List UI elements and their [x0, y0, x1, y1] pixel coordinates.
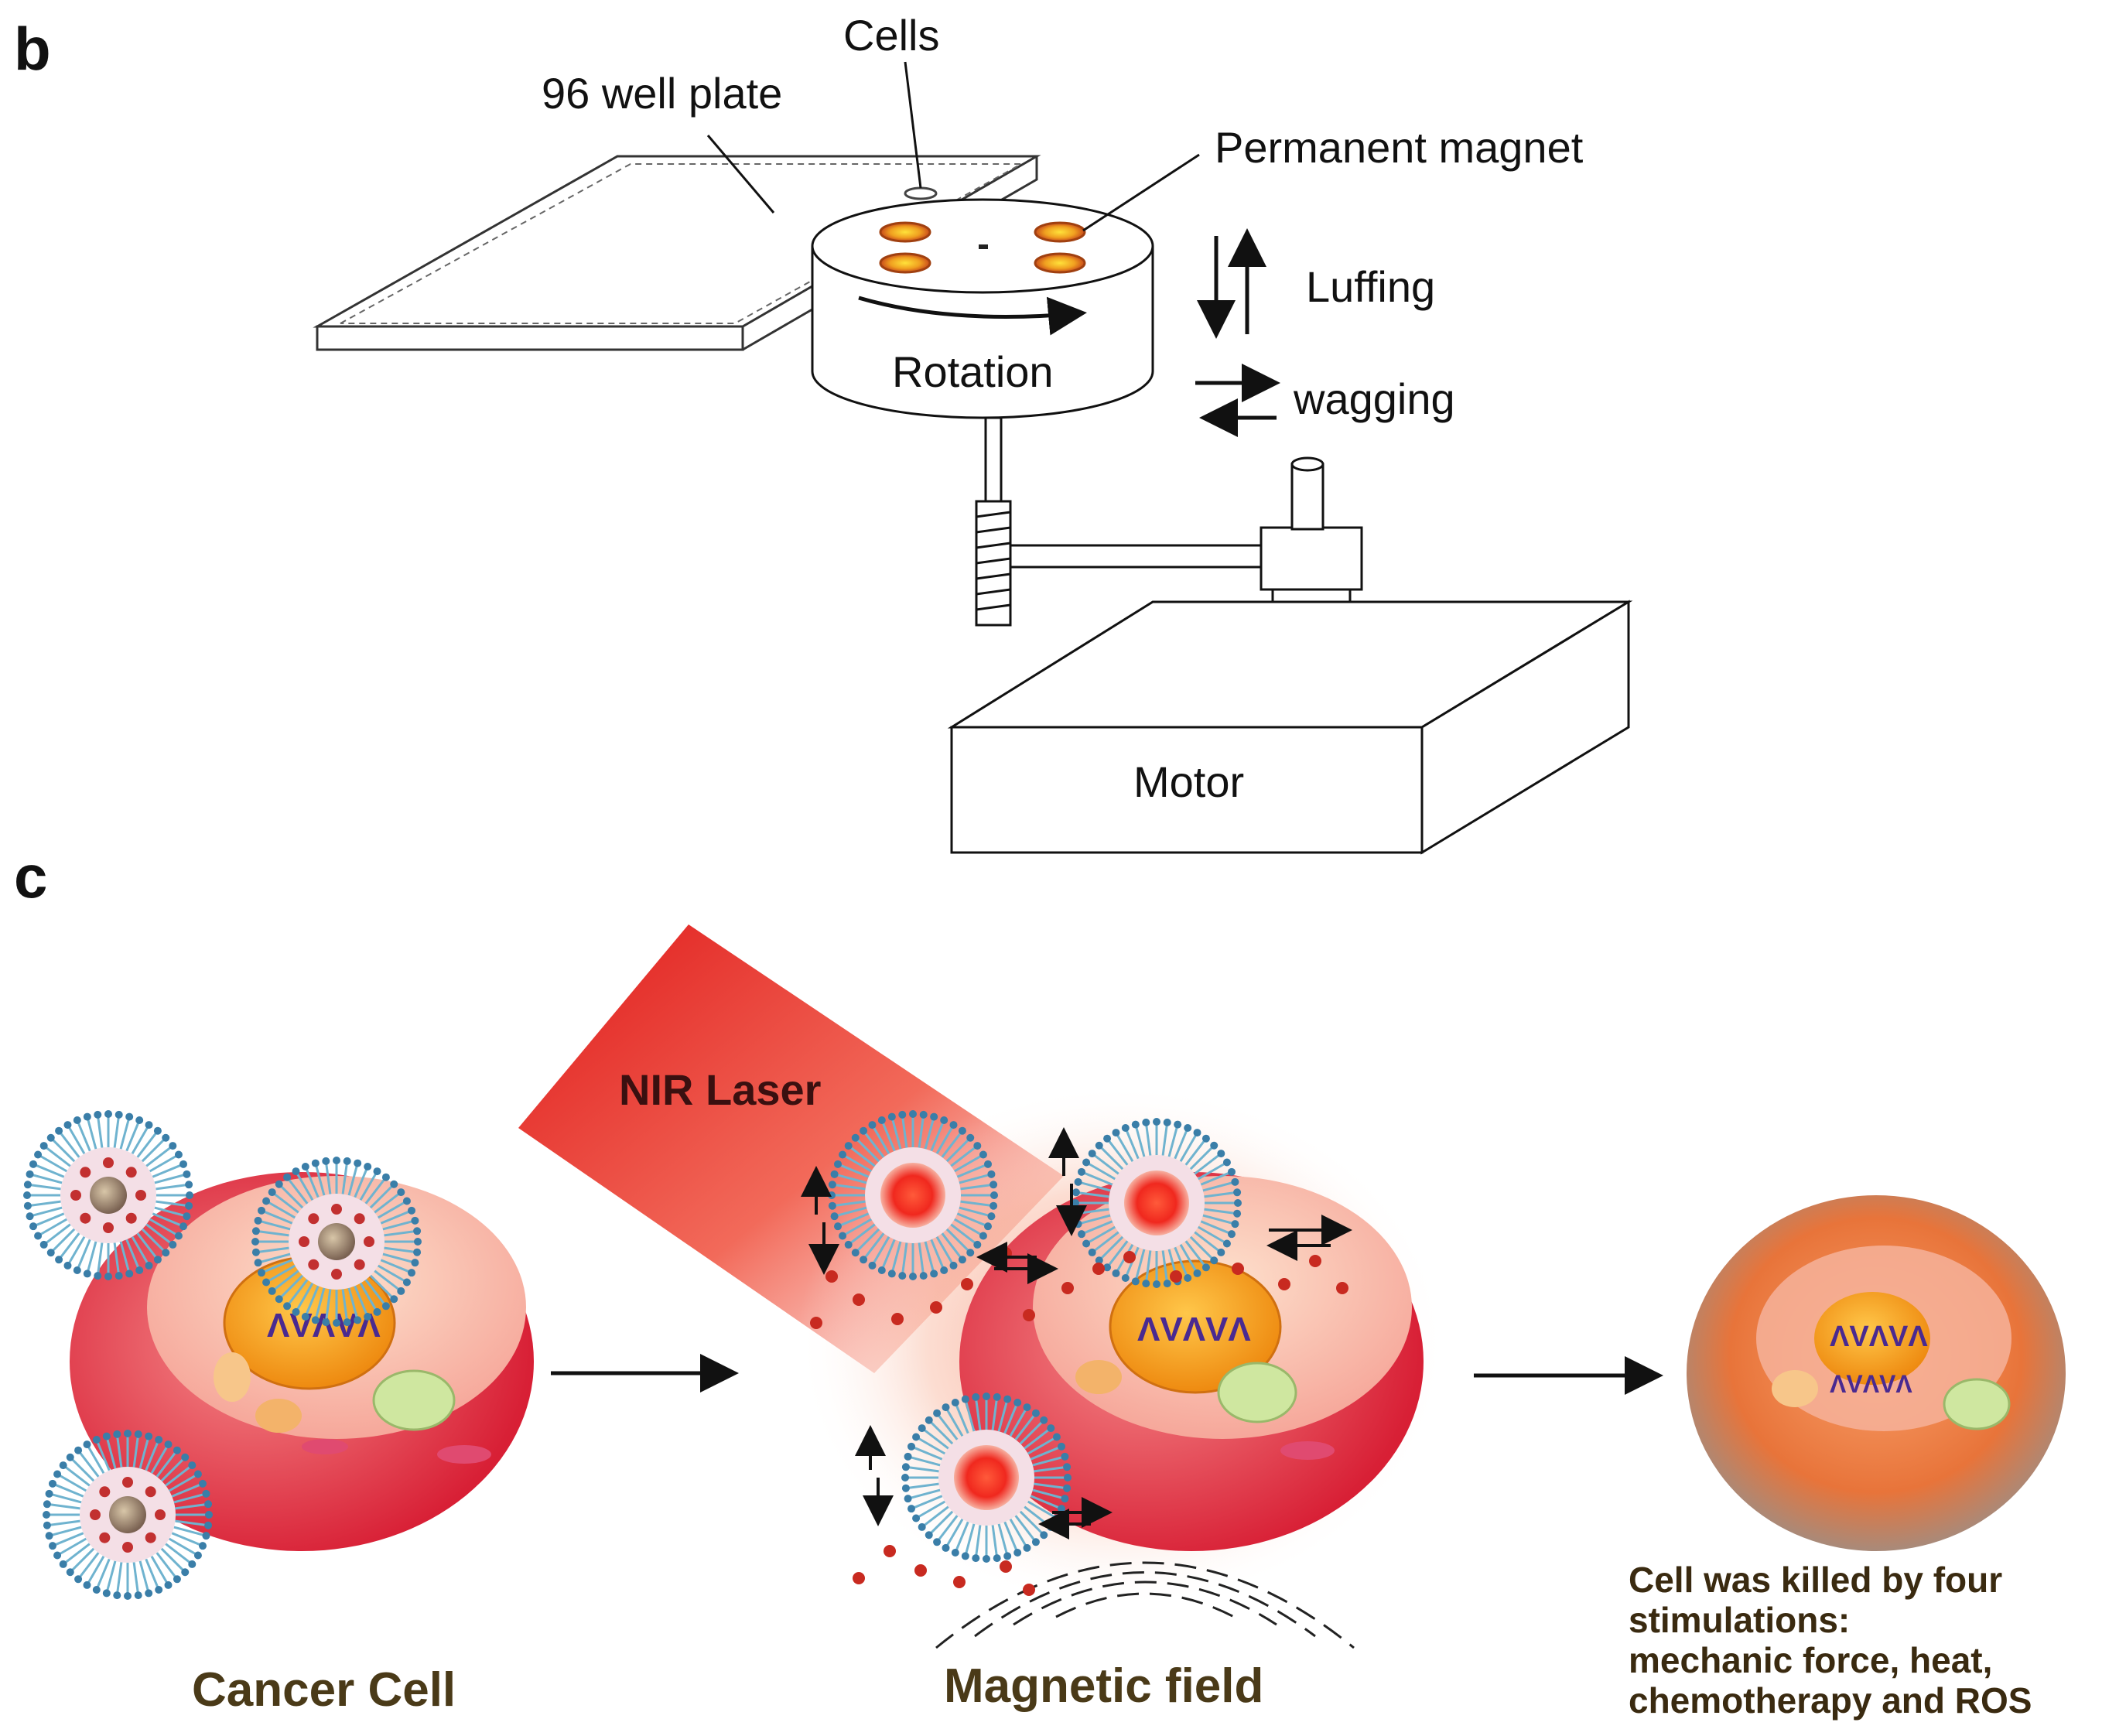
dna-strand: ΛVΛVΛ [1137, 1311, 1251, 1348]
broken-dna: ΛVΛVΛ [1830, 1370, 1912, 1398]
drug-dot [1309, 1255, 1321, 1267]
drug-dot [930, 1301, 942, 1314]
dna-strand: ΛVΛVΛ [267, 1307, 381, 1345]
caption-line: Cell was killed by four [1629, 1560, 2002, 1600]
organelle [1075, 1360, 1122, 1394]
magnet-cylinder [811, 198, 1154, 419]
label-cancer-cell: Cancer Cell [192, 1663, 456, 1717]
organelle [372, 1369, 456, 1431]
drug-dot [1232, 1263, 1244, 1275]
magnet-1 [879, 221, 931, 243]
cells-well [904, 186, 938, 200]
caption-line: mechanic force, heat, [1629, 1640, 1992, 1680]
drug-dot [1061, 1282, 1074, 1294]
micelle [43, 1430, 213, 1600]
drug-dot [853, 1293, 865, 1306]
vibration-arrows [801, 1127, 1352, 1540]
drug-dot [1170, 1270, 1182, 1283]
caption-line: chemotherapy and ROS [1629, 1680, 2032, 1721]
caption-line: stimulations: [1629, 1600, 1850, 1640]
panel-c: c NIR Laser ΛVΛVΛ ΛVΛVΛ [14, 842, 2066, 1721]
drug-dot [1000, 1560, 1012, 1573]
drug-dot [1092, 1263, 1105, 1275]
outcome-caption: Cell was killed by four stimulations: me… [1629, 1560, 2032, 1721]
micelle [23, 1110, 193, 1280]
label-nir-laser: NIR Laser [619, 1065, 821, 1114]
micelle [251, 1157, 422, 1327]
rotation-arrow [858, 296, 1087, 336]
organelle [1217, 1362, 1297, 1423]
drug-dot [1023, 1309, 1035, 1321]
micelle [1072, 1118, 1242, 1288]
panel-b: b [14, 11, 1633, 855]
label-rotation: Rotation [892, 347, 1054, 396]
organelle [214, 1352, 251, 1402]
drug-dot [961, 1278, 973, 1290]
drug-dot [1123, 1251, 1136, 1263]
drug-dot [1278, 1278, 1290, 1290]
organelle [1280, 1441, 1335, 1460]
organelle [437, 1445, 491, 1464]
drug-dot [884, 1545, 896, 1557]
micelle [828, 1110, 998, 1280]
drug-dot [891, 1313, 904, 1325]
motor-box [947, 600, 1633, 855]
micelle-group [23, 1110, 1242, 1600]
label-magnetic-field: Magnetic field [944, 1659, 1263, 1713]
magnet-2 [1034, 221, 1086, 243]
magnet-4 [1034, 252, 1086, 274]
drug-dot [810, 1317, 822, 1329]
broken-dna: ΛVΛVΛ [1830, 1321, 1928, 1353]
magnetic-field-lines [935, 1561, 1355, 1649]
drug-dot [1336, 1282, 1348, 1294]
drug-dot [825, 1270, 838, 1283]
label-motor: Motor [1133, 757, 1244, 806]
organelle [1772, 1370, 1818, 1407]
label-permanent-magnet: Permanent magnet [1215, 123, 1584, 172]
label-well-plate: 96 well plate [542, 69, 782, 118]
drug-dot [1023, 1584, 1035, 1596]
organelle [302, 1439, 348, 1454]
magnet-3 [879, 252, 931, 274]
panel-b-letter: b [14, 15, 51, 83]
drug-dot [914, 1564, 927, 1577]
panel-c-letter: c [14, 842, 47, 911]
micelle [901, 1393, 1072, 1563]
killed-cell-stage: ΛVΛVΛ ΛVΛVΛ [1687, 1195, 2066, 1551]
drug-dot [953, 1576, 966, 1588]
nucleus [1109, 1259, 1282, 1394]
label-luffing: Luffing [1306, 262, 1435, 311]
nucleus [1814, 1292, 1930, 1385]
drug-dot [853, 1572, 865, 1584]
label-wagging: wagging [1293, 374, 1455, 423]
organelle [1943, 1378, 2011, 1430]
organelle [255, 1399, 302, 1433]
label-cells: Cells [843, 11, 939, 60]
